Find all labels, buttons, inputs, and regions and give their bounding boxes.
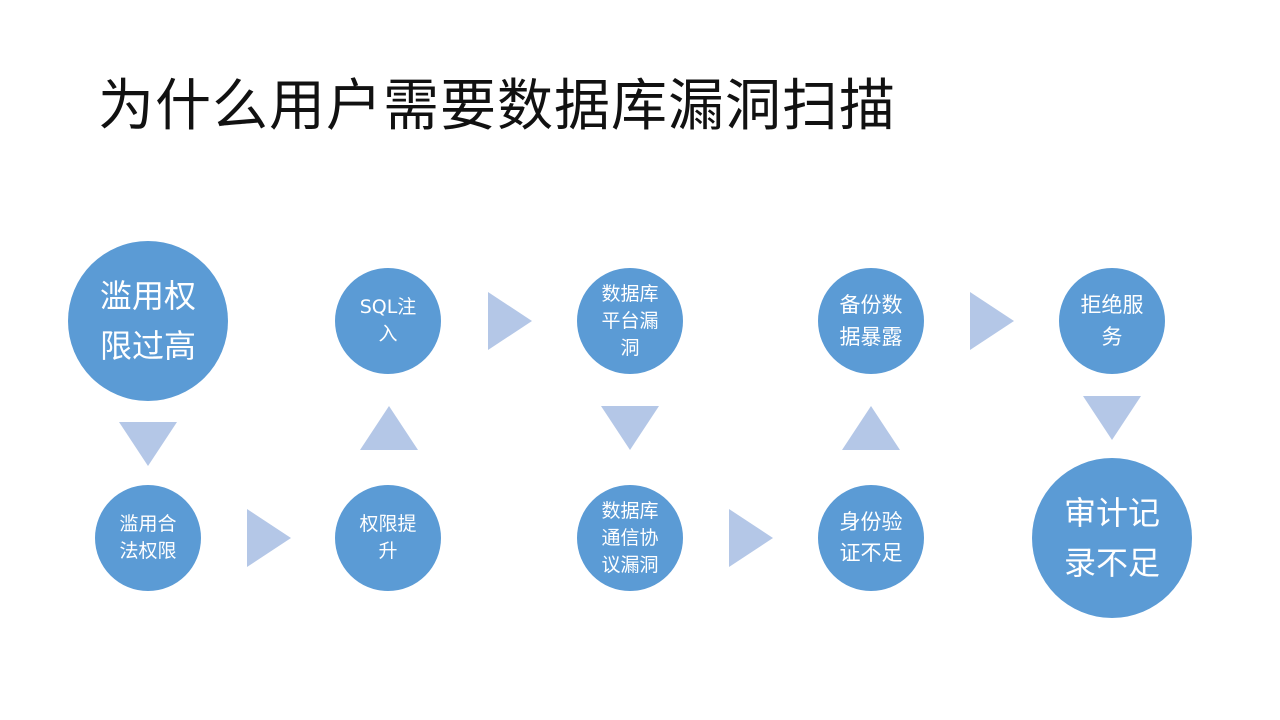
node-weak-authentication: 身份验证不足 bbox=[818, 485, 924, 591]
slide-title: 为什么用户需要数据库漏洞扫描 bbox=[98, 74, 896, 139]
arrow-right-icon bbox=[247, 509, 291, 567]
arrow-right-icon bbox=[970, 292, 1014, 350]
arrow-right-icon bbox=[488, 292, 532, 350]
node-abuse-legit-privilege: 滥用合法权限 bbox=[95, 485, 201, 591]
node-line: 洞 bbox=[620, 336, 640, 359]
node-line: 据暴露 bbox=[839, 325, 903, 349]
node-platform-vulnerability: 数据库平台漏洞 bbox=[577, 268, 683, 374]
node-line: 身份验 bbox=[839, 510, 903, 534]
node-line: 滥用权 bbox=[99, 277, 196, 315]
node-line: 审计记 bbox=[1063, 494, 1160, 532]
node-sql-injection: SQL注入 bbox=[335, 268, 441, 374]
node-denial-of-service: 拒绝服务 bbox=[1059, 268, 1165, 374]
node-line: 备份数 bbox=[839, 293, 903, 317]
arrow-down-icon bbox=[1083, 396, 1141, 440]
arrow-down-icon bbox=[119, 422, 177, 466]
node-line: 数据库 bbox=[601, 282, 659, 305]
node-line: 议漏洞 bbox=[601, 553, 659, 576]
node-line: 入 bbox=[378, 323, 398, 345]
node-insufficient-audit: 审计记录不足 bbox=[1032, 458, 1192, 618]
node-line: 通信协 bbox=[601, 526, 659, 549]
node-privilege-escalation: 权限提升 bbox=[335, 485, 441, 591]
node-line: 平台漏 bbox=[601, 309, 659, 332]
node-line: 录不足 bbox=[1063, 544, 1160, 582]
arrow-up-icon bbox=[360, 406, 418, 450]
node-line: 法权限 bbox=[119, 540, 177, 562]
arrow-down-icon bbox=[601, 406, 659, 450]
node-line: 务 bbox=[1101, 325, 1123, 349]
node-line: 数据库 bbox=[601, 499, 659, 522]
node-line: 滥用合 bbox=[119, 513, 177, 535]
node-line: SQL注 bbox=[359, 296, 417, 318]
arrow-up-icon bbox=[842, 406, 900, 450]
node-protocol-vulnerability: 数据库通信协议漏洞 bbox=[577, 485, 683, 591]
node-line: 拒绝服 bbox=[1080, 293, 1144, 317]
node-abuse-privilege: 滥用权限过高 bbox=[68, 241, 228, 401]
node-line: 权限提 bbox=[359, 513, 417, 535]
node-backup-exposure: 备份数据暴露 bbox=[818, 268, 924, 374]
node-line: 限过高 bbox=[99, 327, 196, 365]
node-line: 证不足 bbox=[839, 541, 903, 565]
arrow-right-icon bbox=[729, 509, 773, 567]
node-line: 升 bbox=[378, 540, 398, 562]
